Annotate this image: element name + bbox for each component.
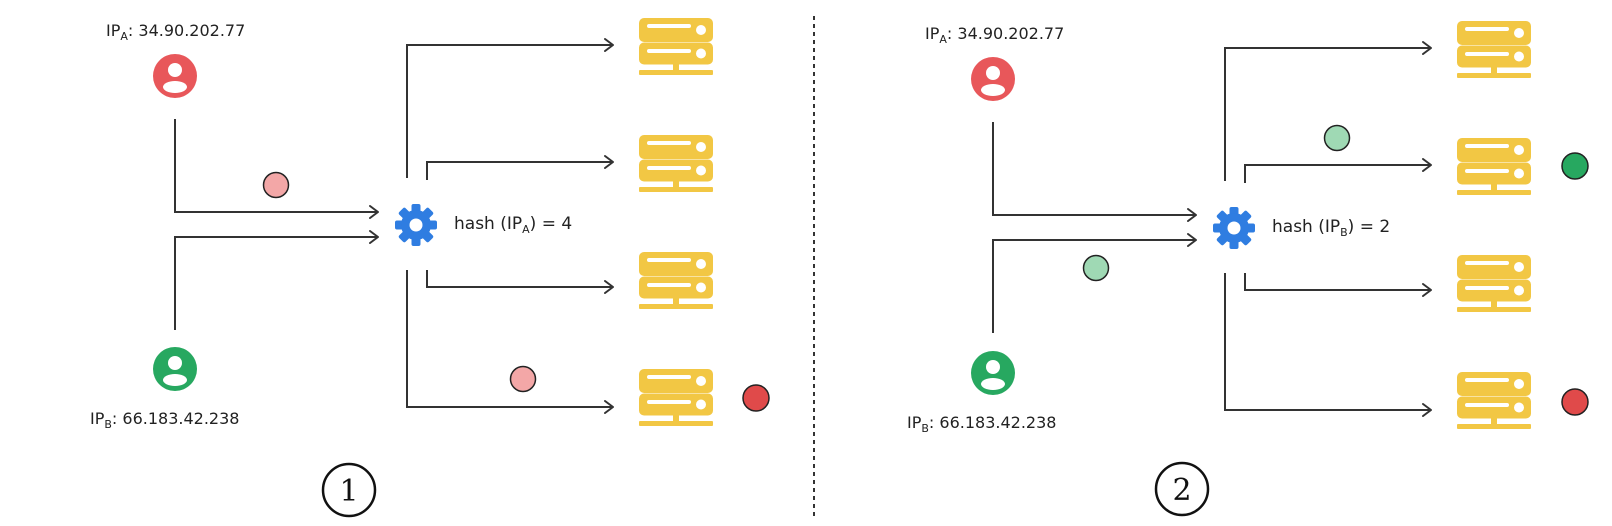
- arrowhead: [604, 38, 614, 52]
- route-server-3: [1244, 273, 1431, 291]
- packet-a-delivered: [742, 384, 770, 412]
- hash-formula: hash (IPB) = 2: [1272, 217, 1390, 239]
- user-a-connector: [992, 122, 1196, 216]
- route-server-2: [426, 161, 613, 180]
- route-server-1: [406, 44, 613, 178]
- user-a-user-icon: [971, 57, 1015, 101]
- arrowhead: [369, 230, 379, 244]
- arrowhead: [604, 280, 614, 294]
- arrowhead: [604, 155, 614, 169]
- server-icon: [1457, 21, 1531, 78]
- server-icon: [639, 252, 713, 309]
- packet-a-delivered: [1561, 388, 1589, 416]
- user-a-user-icon: [153, 54, 197, 98]
- step-number-badge: [321, 462, 377, 518]
- arrowhead: [1422, 283, 1432, 297]
- step-number: 2: [1172, 473, 1191, 508]
- server-icon: [639, 18, 713, 75]
- arrowhead: [604, 400, 614, 414]
- user-a-connector: [174, 119, 378, 213]
- user-b-user-icon: [971, 351, 1015, 395]
- arrowhead: [1422, 158, 1432, 172]
- user-b-connector: [992, 239, 1196, 333]
- panel-1: IPA: 34.90.202.77 IPB: 66.183.42.238: [90, 18, 770, 518]
- packet-b-in-transit: [1082, 254, 1110, 282]
- route-server-2: [1244, 164, 1431, 183]
- user-b-connector: [174, 236, 378, 330]
- route-server-1: [1224, 47, 1431, 181]
- step-number: 1: [339, 474, 358, 509]
- server-icon: [1457, 255, 1531, 312]
- arrowhead: [1422, 41, 1432, 55]
- server-icon: [639, 135, 713, 192]
- user-b-user-icon: [153, 347, 197, 391]
- step-number-badge: [1154, 461, 1210, 517]
- user-a-ip-label: IPA: 34.90.202.77: [106, 21, 245, 43]
- route-server-3: [426, 270, 613, 288]
- arrowhead: [369, 205, 379, 219]
- user-b-ip-label: IPB: 66.183.42.238: [907, 413, 1056, 435]
- user-a-ip-label: IPA: 34.90.202.77: [925, 24, 1064, 46]
- load-balancer-gear-icon: [395, 204, 437, 246]
- server-icon: [1457, 138, 1531, 195]
- arrowhead: [1187, 233, 1197, 247]
- packet-a-in-transit: [262, 171, 290, 199]
- packet-b-routed: [1323, 124, 1351, 152]
- server-icon: [1457, 372, 1531, 429]
- packet-b-delivered: [1561, 152, 1589, 180]
- load-balancer-gear-icon: [1213, 207, 1255, 249]
- user-b-ip-label: IPB: 66.183.42.238: [90, 409, 239, 431]
- packet-a-routed: [509, 365, 537, 393]
- hash-formula: hash (IPA) = 4: [454, 214, 572, 236]
- panel-2: IPA: 34.90.202.77 IPB: 66.183.42.238: [907, 21, 1589, 517]
- route-server-4: [406, 270, 613, 408]
- arrowhead: [1422, 403, 1432, 417]
- route-server-4: [1224, 273, 1431, 411]
- server-icon: [639, 369, 713, 426]
- arrowhead: [1187, 208, 1197, 222]
